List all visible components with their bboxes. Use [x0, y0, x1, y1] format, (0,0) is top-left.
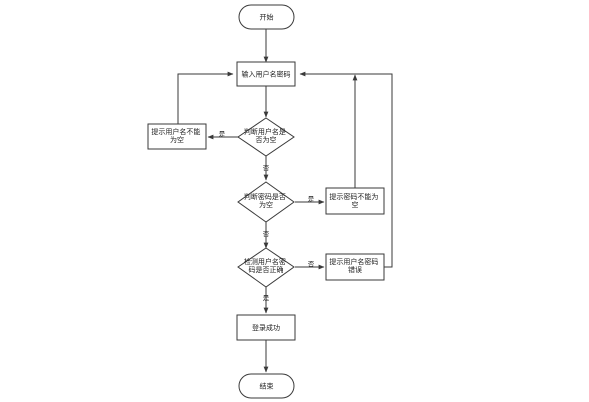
- login-success-process: [236, 314, 296, 341]
- end-label: 结束: [260, 382, 274, 391]
- password-empty-message: [325, 187, 385, 215]
- credentials-no-label: 否: [308, 260, 315, 268]
- credentials-error-label: 提示用户名密码 错误: [329, 257, 380, 274]
- username-empty-message: [147, 123, 207, 150]
- password-yes-label: 是: [308, 195, 315, 203]
- check-credentials-label: 检测用户名密 码是否正确: [244, 257, 288, 274]
- start-terminal: [238, 4, 295, 30]
- username-yes-label: 是: [219, 130, 226, 138]
- edge-credentials-msg-to-input: [299, 71, 393, 268]
- credentials-yes-label: 是: [263, 294, 270, 302]
- username-no-label: 否: [263, 164, 270, 172]
- check-username-decision: [237, 117, 295, 157]
- password-empty-label: 提示密码不能为 空: [329, 192, 380, 209]
- start-label: 开始: [260, 13, 274, 22]
- end-terminal: [238, 373, 295, 399]
- input-label: 输入用户名密码: [242, 70, 291, 79]
- check-password-decision: [237, 181, 295, 223]
- check-password-label: 判断密码是否 为空: [244, 192, 288, 209]
- username-empty-label: 提示用户名不能 为空: [151, 127, 202, 144]
- login-success-label: 登录成功: [252, 323, 280, 332]
- credentials-error-message: [325, 253, 385, 281]
- input-process: [236, 61, 296, 87]
- password-no-label: 否: [263, 230, 270, 238]
- check-credentials-decision: [237, 247, 295, 288]
- edge-username-msg-to-input: [177, 71, 234, 124]
- check-username-label: 判断用户名是 否为空: [244, 127, 288, 144]
